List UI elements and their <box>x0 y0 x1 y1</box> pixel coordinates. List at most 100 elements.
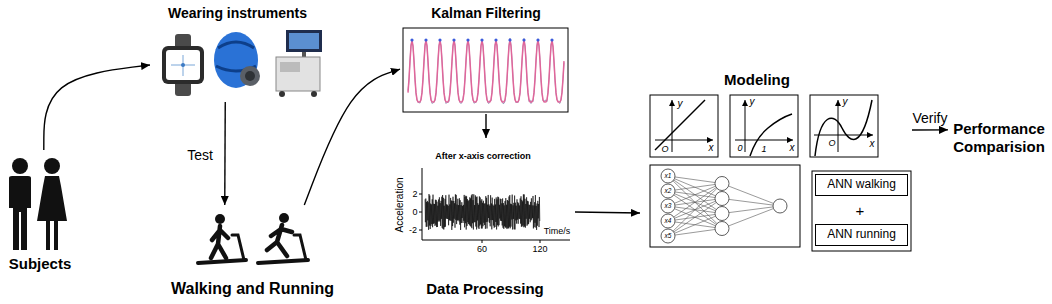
input-label: x5 <box>665 233 672 240</box>
kalman-chart <box>403 28 568 112</box>
model-box: ANN running <box>815 224 908 246</box>
stage-subjects: Subjects <box>2 150 78 275</box>
smartwatch <box>171 55 195 76</box>
neural-network <box>675 229 715 235</box>
input-label: x2 <box>665 188 672 195</box>
kalman-chart <box>408 40 564 102</box>
node-text: Modeling <box>724 71 790 88</box>
smartwatch <box>166 50 200 80</box>
metabolic-cart <box>289 33 319 49</box>
acceleration-chart <box>422 168 423 240</box>
metabolic-cart <box>286 30 322 52</box>
neural-network <box>661 214 675 228</box>
runner-icon <box>258 260 308 263</box>
linear-plot <box>650 95 718 157</box>
walker-icon <box>215 214 225 224</box>
neural-network <box>650 165 800 247</box>
acceleration-chart <box>419 168 570 243</box>
flow-arrow <box>912 129 948 131</box>
kalman-chart <box>452 38 455 41</box>
breathing-mask <box>218 42 254 48</box>
neural-network <box>773 199 787 213</box>
acceleration-chart <box>419 194 540 243</box>
node-text: ANN walking <box>827 178 896 192</box>
tick-label: 120 <box>532 245 547 254</box>
kalman-chart <box>494 38 497 41</box>
neural-network <box>715 207 729 221</box>
stage-processing: Data Processing <box>395 138 575 300</box>
stage-kalman: Kalman Filtering <box>400 2 572 114</box>
neural-network <box>650 165 800 247</box>
neural-network <box>674 186 715 203</box>
log-plot <box>735 140 793 141</box>
cubic-plot <box>815 100 872 156</box>
walker-icon <box>198 260 246 263</box>
log-plot <box>750 114 792 156</box>
flow-arrow <box>44 65 150 150</box>
breathing-mask <box>245 71 255 81</box>
subjects-icon <box>9 176 31 250</box>
metabolic-cart <box>276 57 320 91</box>
flow-arrow <box>575 212 640 213</box>
walker-icon <box>232 235 244 260</box>
node-text: Walking and Running <box>171 280 334 298</box>
axis-title: Time/s <box>544 227 571 236</box>
flow-arrow <box>485 114 486 138</box>
plus-sign: + <box>856 203 865 218</box>
cubic-plot <box>814 135 873 136</box>
neural-network <box>661 199 675 213</box>
axis-letter: O <box>828 139 835 148</box>
neural-network <box>715 177 729 191</box>
axis-letter: y <box>678 99 683 109</box>
kalman-chart <box>403 28 568 112</box>
neural-network <box>729 186 774 203</box>
node-text: Data Processing <box>426 280 544 297</box>
flow-arrow <box>304 69 400 205</box>
stage-result: Performance Comparision <box>948 115 1050 160</box>
metabolic-cart <box>302 52 306 57</box>
kalman-chart <box>410 38 413 41</box>
walker-icon <box>198 214 246 263</box>
axis-letter: 0 <box>737 144 742 153</box>
flow-arrow <box>224 102 226 205</box>
kalman-chart <box>550 38 553 41</box>
tick-label: 0 <box>412 208 417 217</box>
kalman-chart <box>408 38 564 104</box>
log-plot <box>730 95 798 157</box>
neural-network <box>715 192 729 206</box>
stage-test: Walking and Running <box>160 205 345 301</box>
node-text: Wearing instruments <box>168 5 307 21</box>
axis-letter: x <box>870 139 875 149</box>
log-plot <box>745 100 746 152</box>
kalman-chart <box>438 38 441 41</box>
neural-network <box>729 209 774 226</box>
tick-label: 2 <box>412 190 417 199</box>
neural-network <box>661 169 787 243</box>
neural-network <box>674 180 717 210</box>
metabolic-cart <box>280 62 300 72</box>
breathing-mask <box>214 32 260 88</box>
metabolic-cart <box>311 91 317 97</box>
smartwatch <box>162 34 204 96</box>
subjects-icon <box>44 158 60 174</box>
acceleration-chart <box>422 240 570 241</box>
metabolic-cart <box>276 30 322 97</box>
connectors <box>44 65 948 213</box>
kalman-chart <box>466 38 469 41</box>
kalman-chart <box>480 38 483 41</box>
log-plot <box>730 95 798 157</box>
input-label: x3 <box>665 203 672 210</box>
smartwatch <box>181 63 185 67</box>
runner-icon <box>258 213 308 263</box>
breathing-mask <box>240 66 260 86</box>
axis-letter: 1 <box>761 145 766 154</box>
cubic-plot <box>810 95 878 157</box>
input-label: x4 <box>665 218 672 225</box>
linear-plot <box>650 95 718 157</box>
axis-letter: x <box>790 143 795 153</box>
metabolic-cart <box>279 91 285 97</box>
ann-frame <box>812 171 911 251</box>
